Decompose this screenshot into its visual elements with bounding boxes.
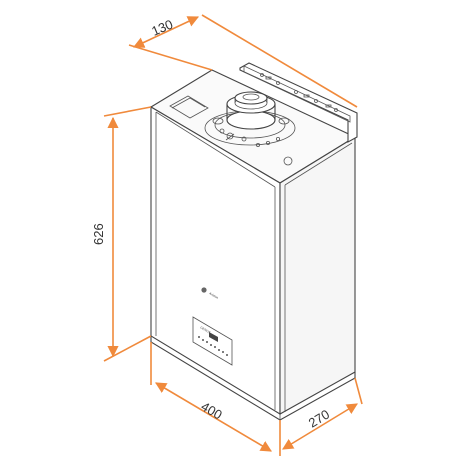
- dimension-270-label: 270: [306, 407, 332, 431]
- dimension-130-label: 130: [149, 16, 175, 38]
- panel-display: [209, 332, 218, 342]
- brand-logo: Ariston: [201, 287, 219, 300]
- dimension-270-arrow: [282, 403, 358, 450]
- panel-label: GENUS: [200, 325, 212, 334]
- control-panel: GENUS: [192, 316, 233, 366]
- dimension-400-label: 400: [199, 399, 225, 423]
- top-recess: [169, 95, 209, 119]
- dimension-130-arrow: [132, 16, 200, 48]
- boiler-side-face: [279, 136, 356, 415]
- flue-outlet: [204, 91, 296, 166]
- dimension-400-arrow: [155, 382, 272, 452]
- brand-label: Ariston: [209, 291, 220, 300]
- dimension-626-label: 626: [91, 223, 106, 245]
- mounting-bracket: [239, 62, 358, 143]
- boiler-body: [149, 69, 357, 421]
- panel-buttons: [198, 336, 228, 356]
- dimension-626: 626: [91, 106, 152, 362]
